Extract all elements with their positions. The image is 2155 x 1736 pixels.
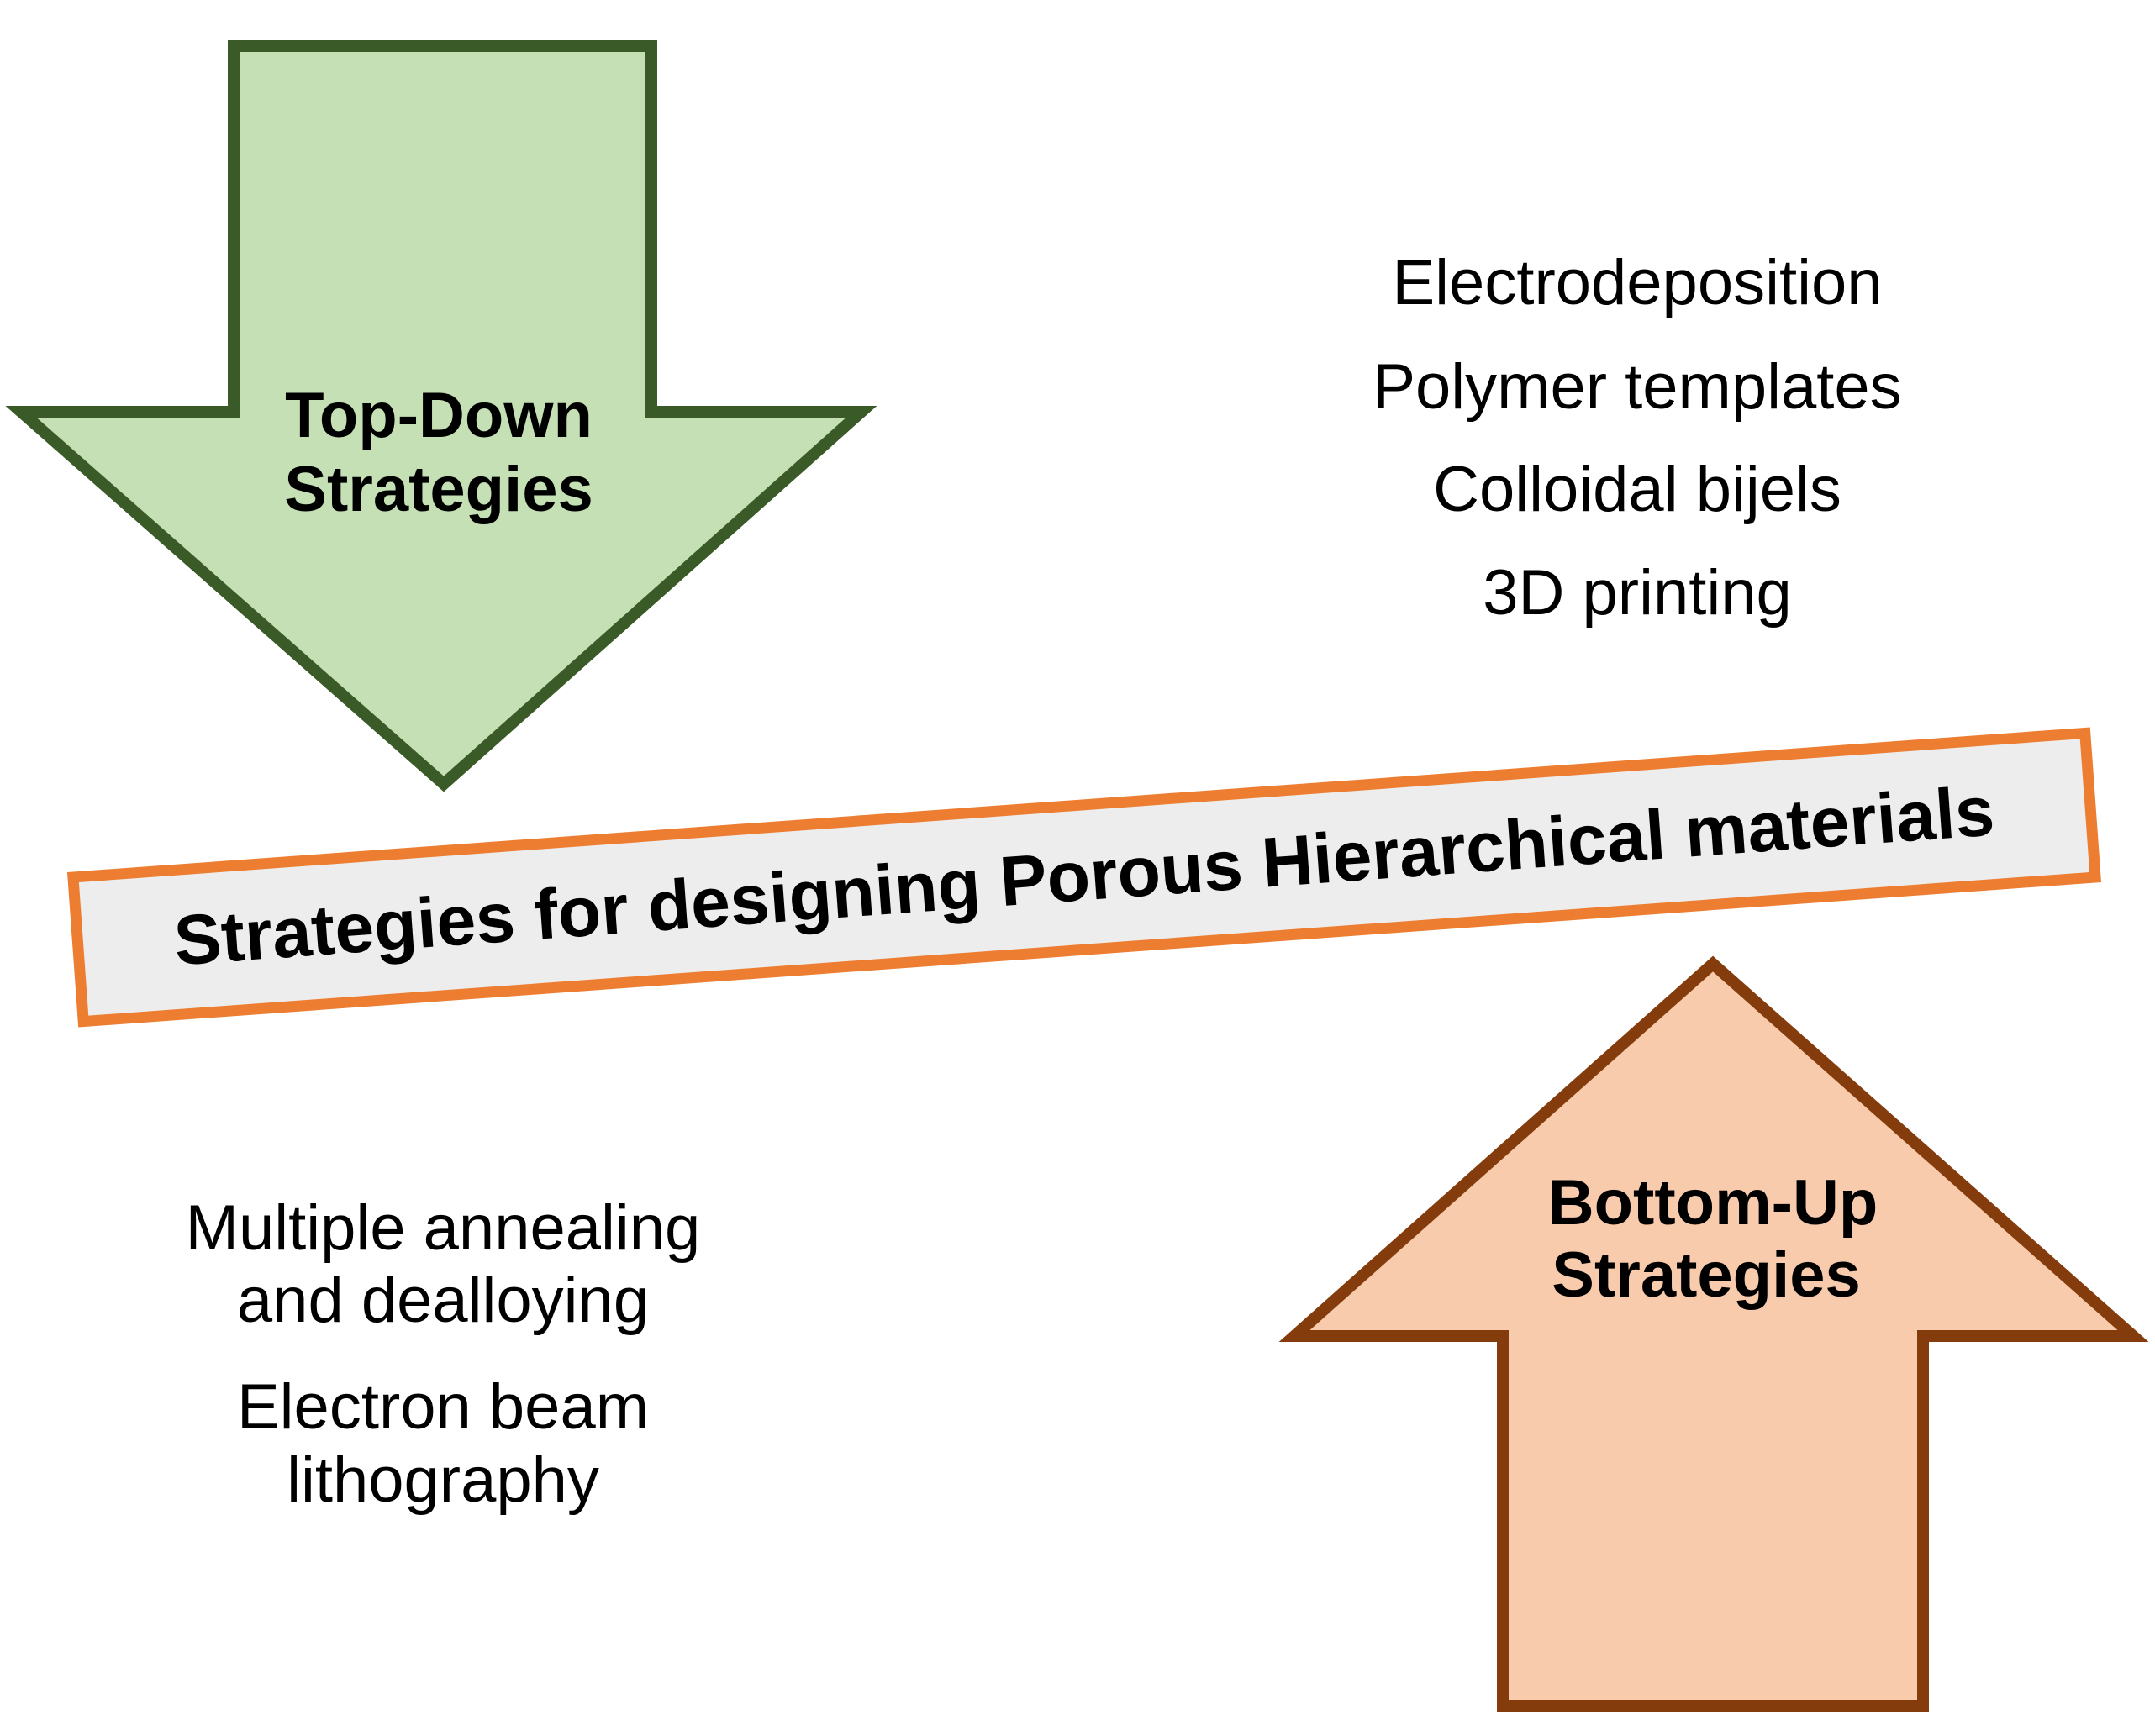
title-banner: Strategies for designing Porous Hierarch… — [66, 727, 2102, 1028]
method-annealing-line2: and dealloying — [237, 1265, 649, 1336]
method-annealing-line1: Multiple annealing — [186, 1192, 701, 1264]
method-electrodeposition: Electrodeposition — [1392, 247, 1882, 318]
method-colloidal-bijels: Colloidal bijels — [1433, 454, 1841, 525]
top-down-methods-list: Multiple annealing and dealloying Electr… — [186, 1192, 701, 1516]
title-banner-box — [66, 727, 2102, 1028]
method-polymer-templates: Polymer templates — [1373, 351, 1901, 423]
method-ebeam-line2: lithography — [287, 1444, 599, 1516]
top-down-arrow — [5, 40, 877, 792]
bottom-up-arrow — [1278, 955, 2149, 1712]
top-down-label-line2: Strategies — [284, 454, 593, 525]
bottom-up-methods-list: Electrodeposition Polymer templates Coll… — [1373, 247, 1901, 629]
method-3d-printing: 3D printing — [1483, 557, 1792, 629]
bottom-up-label-line2: Strategies — [1552, 1239, 1861, 1311]
bottom-up-label-line1: Bottom-Up — [1548, 1167, 1878, 1239]
top-down-label-line1: Top-Down — [285, 380, 593, 451]
method-ebeam-line1: Electron beam — [237, 1371, 649, 1443]
